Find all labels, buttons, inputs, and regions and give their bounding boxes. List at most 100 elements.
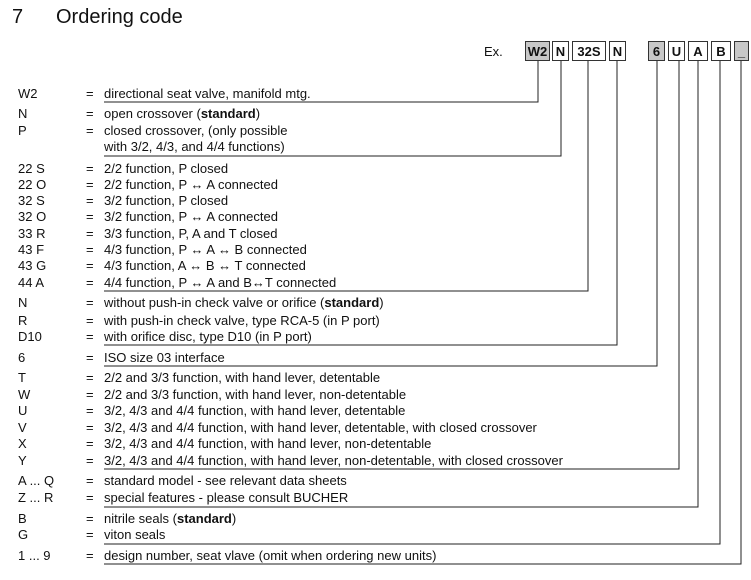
code-value: P xyxy=(18,123,27,138)
code-description: with push-in check valve, type RCA-5 (in… xyxy=(104,313,380,328)
code-description: 3/3 function, P, A and T closed xyxy=(104,226,278,241)
code-value: W2 xyxy=(18,86,38,101)
equals-sign: = xyxy=(86,387,94,402)
connector-line xyxy=(104,61,658,367)
code-description: with orifice disc, type D10 (in P port) xyxy=(104,329,312,344)
equals-sign: = xyxy=(86,177,94,192)
code-description: 2/2 and 3/3 function, with hand lever, d… xyxy=(104,370,381,385)
equals-sign: = xyxy=(86,313,94,328)
code-description: with 3/2, 4/3, and 4/4 functions) xyxy=(104,139,285,154)
equals-sign: = xyxy=(86,161,94,176)
equals-sign: = xyxy=(86,473,94,488)
code-value: X xyxy=(18,436,27,451)
code-description: design number, seat vlave (omit when ord… xyxy=(104,548,437,563)
code-value: D10 xyxy=(18,329,42,344)
code-value: Y xyxy=(18,453,27,468)
code-box: B xyxy=(711,41,731,61)
code-description: 2/2 function, P ↔ A connected xyxy=(104,177,278,192)
example-label: Ex. xyxy=(484,44,503,59)
code-description: nitrile seals (standard) xyxy=(104,511,237,526)
code-value: Z ... R xyxy=(18,490,54,505)
equals-sign: = xyxy=(86,527,94,542)
code-value: T xyxy=(18,370,26,385)
code-value: G xyxy=(18,527,29,542)
code-value: N xyxy=(18,106,28,121)
code-description: 3/2, 4/3 and 4/4 function, with hand lev… xyxy=(104,453,563,468)
code-description: standard model - see relevant data sheet… xyxy=(104,473,347,488)
code-value: 33 R xyxy=(18,226,46,241)
equals-sign: = xyxy=(86,258,94,273)
equals-sign: = xyxy=(86,329,94,344)
connector-line xyxy=(104,61,680,470)
section-number: 7 xyxy=(12,6,24,28)
code-value: 1 ... 9 xyxy=(18,548,51,563)
code-box: W2 xyxy=(525,41,550,61)
code-description: 4/3 function, A ↔ B ↔ T connected xyxy=(104,258,306,273)
code-box: N xyxy=(552,41,569,61)
code-description: viton seals xyxy=(104,527,166,542)
equals-sign: = xyxy=(86,86,94,101)
equals-sign: = xyxy=(86,295,94,310)
code-value: 32 S xyxy=(18,193,45,208)
equals-sign: = xyxy=(86,209,94,224)
equals-sign: = xyxy=(86,490,94,505)
code-value: B xyxy=(18,511,27,526)
code-value: 43 G xyxy=(18,258,47,273)
equals-sign: = xyxy=(86,193,94,208)
code-description: without push-in check valve or orifice (… xyxy=(104,295,384,310)
equals-sign: = xyxy=(86,511,94,526)
connector-line xyxy=(104,61,562,157)
equals-sign: = xyxy=(86,226,94,241)
code-box: 32S xyxy=(572,41,606,61)
code-value: 22 S xyxy=(18,161,45,176)
code-description: 3/2 function, P closed xyxy=(104,193,229,208)
equals-sign: = xyxy=(86,453,94,468)
code-value: N xyxy=(18,295,28,310)
code-description: ISO size 03 interface xyxy=(104,350,225,365)
code-description: 2/2 and 3/3 function, with hand lever, n… xyxy=(104,387,407,402)
code-value: V xyxy=(18,420,27,435)
code-box: A xyxy=(688,41,708,61)
connector-line xyxy=(104,61,618,346)
code-box: _ xyxy=(734,41,749,61)
code-value: W xyxy=(18,387,31,402)
equals-sign: = xyxy=(86,370,94,385)
code-description: 2/2 function, P closed xyxy=(104,161,229,176)
equals-sign: = xyxy=(86,350,94,365)
code-description: 4/3 function, P ↔ A ↔ B connected xyxy=(104,242,307,257)
code-description: special features - please consult BUCHER xyxy=(104,490,349,505)
code-description: closed crossover, (only possible xyxy=(104,123,288,138)
equals-sign: = xyxy=(86,123,94,138)
equals-sign: = xyxy=(86,403,94,418)
connector-line xyxy=(104,61,721,545)
code-description: 3/2, 4/3 and 4/4 function, with hand lev… xyxy=(104,436,432,451)
equals-sign: = xyxy=(86,436,94,451)
code-description: 3/2, 4/3 and 4/4 function, with hand lev… xyxy=(104,403,406,418)
section-title: Ordering code xyxy=(56,6,183,28)
code-box: U xyxy=(668,41,685,61)
code-box: 6 xyxy=(648,41,665,61)
code-value: 22 O xyxy=(18,177,47,192)
code-value: 44 A xyxy=(18,275,45,290)
code-description: directional seat valve, manifold mtg. xyxy=(104,86,311,101)
code-description: 4/4 function, P ↔ A and B↔T connected xyxy=(104,275,337,290)
equals-sign: = xyxy=(86,275,94,290)
code-value: 32 O xyxy=(18,209,47,224)
code-value: 43 F xyxy=(18,242,45,257)
code-description: open crossover (standard) xyxy=(104,106,261,121)
connector-line xyxy=(104,61,539,103)
equals-sign: = xyxy=(86,242,94,257)
code-description: 3/2 function, P ↔ A connected xyxy=(104,209,278,224)
equals-sign: = xyxy=(86,106,94,121)
code-description: 3/2, 4/3 and 4/4 function, with hand lev… xyxy=(104,420,537,435)
code-value: A ... Q xyxy=(18,473,55,488)
equals-sign: = xyxy=(86,420,94,435)
code-box: N xyxy=(609,41,626,61)
code-value: 6 xyxy=(18,350,26,365)
connector-line xyxy=(104,61,589,292)
code-value: U xyxy=(18,403,28,418)
equals-sign: = xyxy=(86,548,94,563)
connector-line xyxy=(104,61,742,565)
code-value: R xyxy=(18,313,28,328)
